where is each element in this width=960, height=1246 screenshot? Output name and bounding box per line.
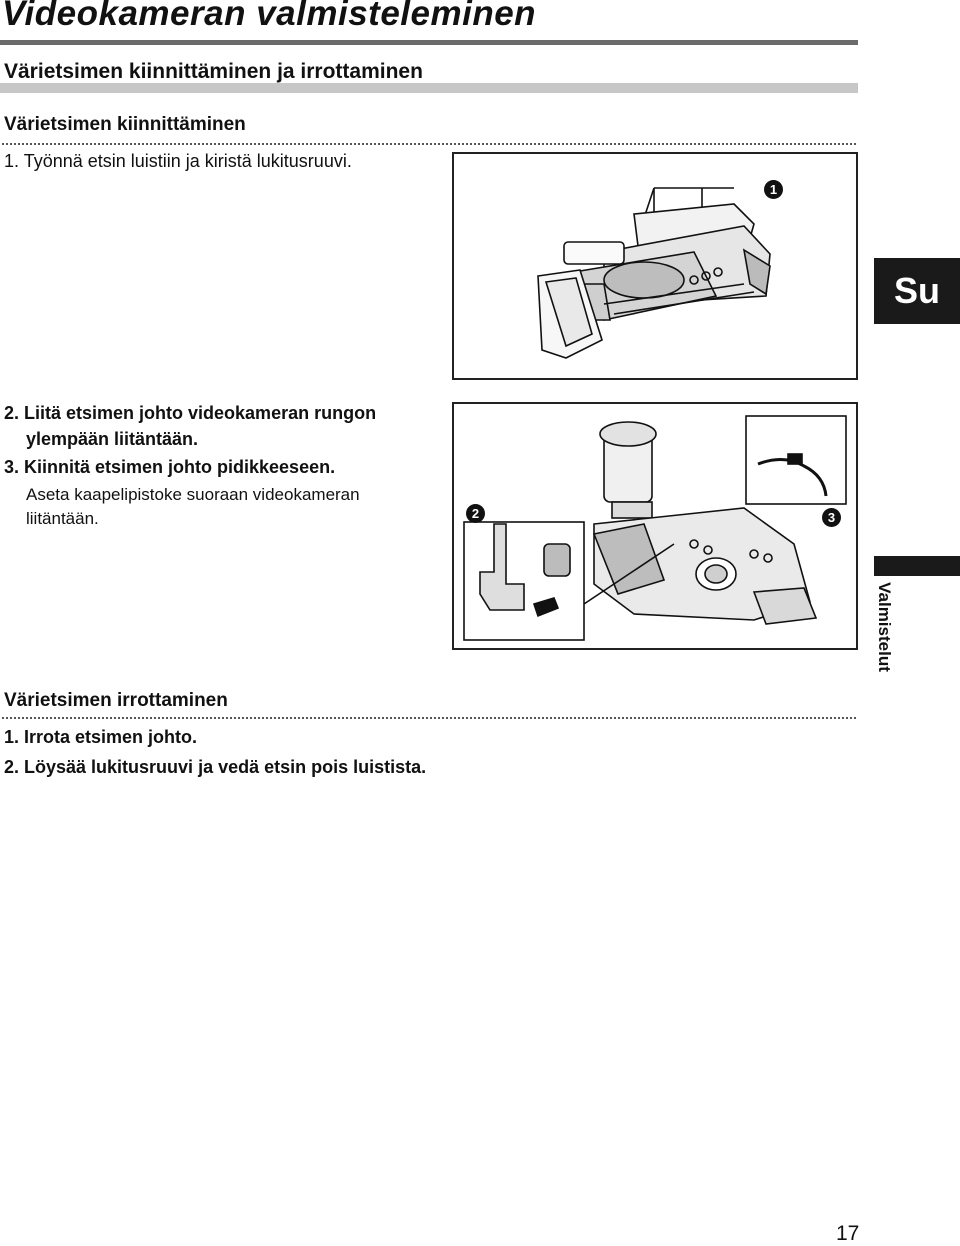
detach-divider	[2, 717, 856, 719]
detach-heading: Värietsimen irrottaminen	[4, 690, 228, 711]
detach-step-2: 2. Löysää lukitusruuvi ja vedä etsin poi…	[4, 757, 427, 777]
attach-step-2-line-1: 2. Liitä etsimen johto videokameran rung…	[4, 403, 377, 423]
attach-step-3: 3. Kiinnitä etsimen johto pidikkeeseen.	[4, 457, 336, 477]
chapter-side-label: Valmistelut	[875, 582, 894, 672]
attach-divider	[2, 143, 856, 145]
page-title: Videokameran valmisteleminen	[2, 0, 537, 33]
callout-3-icon: 3	[822, 508, 841, 527]
callout-2-icon: 2	[466, 504, 485, 523]
detach-step-1: 1. Irrota etsimen johto.	[4, 727, 198, 747]
section-title: Värietsimen kiinnittäminen ja irrottamin…	[4, 60, 423, 83]
chapter-tab-marker	[874, 556, 960, 576]
attach-step-3-detail-line-2: liitäntään.	[26, 509, 99, 528]
figure-connect-cable: 2 3	[452, 402, 858, 650]
title-rule	[0, 40, 858, 45]
camcorder-illustration	[537, 187, 771, 359]
page-number: 17	[836, 1222, 860, 1245]
figure-attach-viewfinder: 1	[452, 152, 858, 380]
section-bar	[0, 83, 858, 93]
attach-step-1: 1. Työnnä etsin luistiin ja kiristä luki…	[4, 151, 352, 171]
callout-1-icon: 1	[764, 180, 783, 199]
cable-connection-illustration	[463, 415, 847, 641]
attach-heading: Värietsimen kiinnittäminen	[4, 114, 246, 135]
attach-step-2-line-2: ylempään liitäntään.	[26, 429, 199, 449]
attach-step-3-detail-line-1: Aseta kaapelipistoke suoraan videokamera…	[26, 485, 360, 504]
language-tab: Su	[874, 258, 960, 324]
